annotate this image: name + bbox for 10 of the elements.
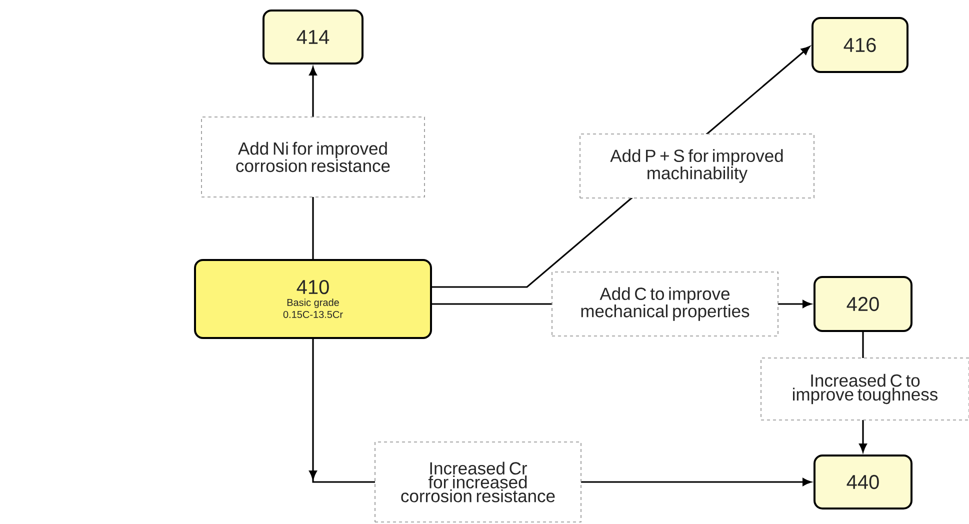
edge-label: Add Ni for improved corrosion resistance [201,116,425,198]
grade-box: 416 [812,17,908,73]
edge-label: Increased C to improve toughness [760,358,969,420]
grade-box: 440 [814,454,912,510]
grade-box: 410 Basic grade 0.15C-13.5Cr [194,259,432,339]
edge-label: Increased Cr for increased corrosion resistance [374,442,582,522]
grade-box: 414 [262,10,364,64]
grade-box: 420 [814,276,912,332]
edge-label: Add P + S for improved machinability [580,134,814,198]
edge-label: Add C to improve mechanical properties [552,272,778,336]
